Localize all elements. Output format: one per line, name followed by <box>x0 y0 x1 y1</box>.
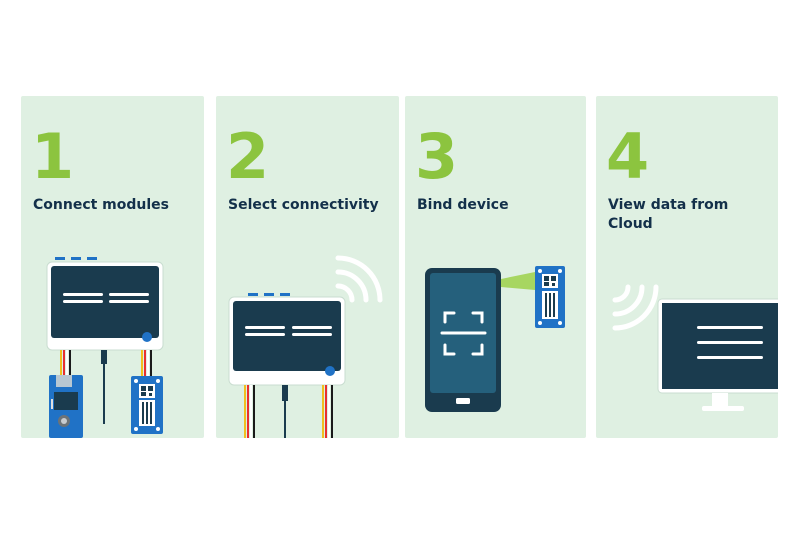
gateway-device-icon <box>228 293 346 386</box>
controller-board-icon <box>49 375 83 438</box>
monitor-icon <box>657 298 778 411</box>
cable-icon <box>244 385 333 438</box>
sensor-module-icon <box>131 376 163 434</box>
wireless-signal-icon <box>612 284 659 331</box>
step-number: 4 <box>606 120 650 193</box>
step-number: 3 <box>415 120 459 193</box>
gateway-device-icon <box>46 257 164 351</box>
step-title: View data from Cloud <box>608 197 729 232</box>
step-card-2: 2 Select connectivity <box>216 96 399 438</box>
step-2-illustration <box>228 255 383 438</box>
step-card-1: 1 Connect modules <box>21 96 204 438</box>
step-3-illustration <box>425 266 565 412</box>
wireless-signal-icon <box>335 255 383 303</box>
step-title: Select connectivity <box>228 197 379 213</box>
step-title: Bind device <box>417 197 509 213</box>
qr-scan-icon <box>440 311 487 356</box>
step-1-illustration <box>46 257 164 438</box>
step-card-4: 4 View data from Cloud <box>596 96 778 438</box>
smartphone-icon <box>425 268 501 412</box>
step-title: Connect modules <box>33 197 170 213</box>
step-card-3: 3 Bind device <box>405 96 586 438</box>
step-4-illustration <box>612 284 778 411</box>
sensor-module-icon <box>535 266 565 328</box>
step-number: 1 <box>31 120 75 193</box>
step-number: 2 <box>226 120 270 193</box>
cable-icon <box>60 350 152 424</box>
